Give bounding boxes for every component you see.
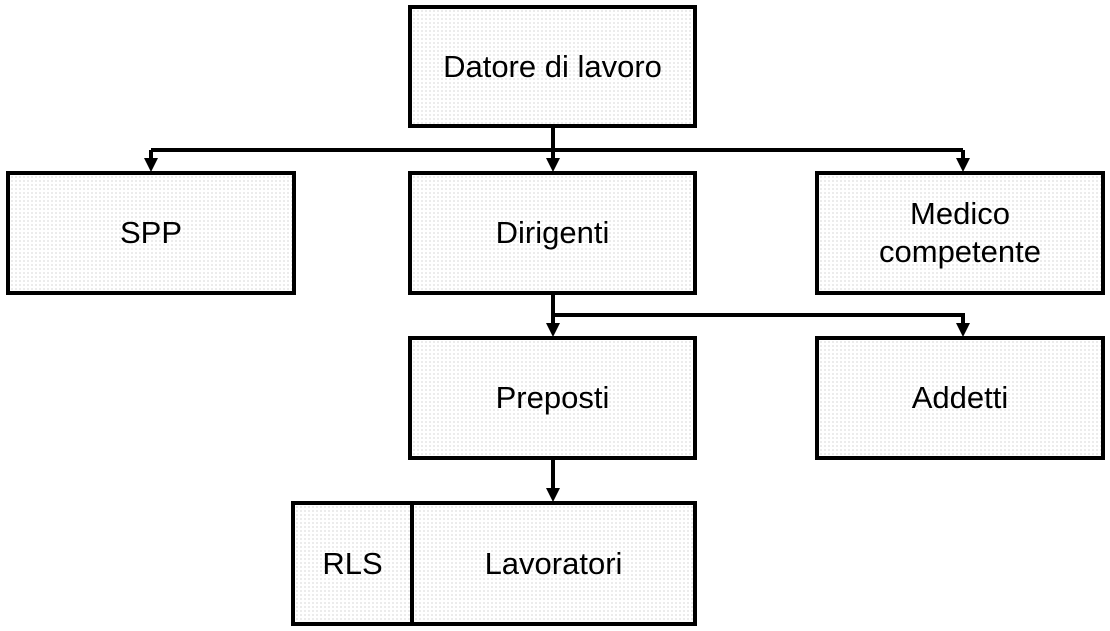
node-label: Addetti xyxy=(911,380,1009,415)
node-label: Lavoratori xyxy=(484,545,623,581)
node-preposti: Preposti xyxy=(408,336,697,460)
node-label: SPP xyxy=(119,215,183,250)
arrowhead-dirigenti xyxy=(546,158,560,172)
arrowhead-lavoratori xyxy=(546,488,560,502)
arrowhead-medico xyxy=(956,158,970,172)
node-label: Preposti xyxy=(495,380,610,415)
arrowhead-preposti xyxy=(546,323,560,337)
arrowhead-addetti xyxy=(956,323,970,337)
node-rls: RLS xyxy=(291,501,414,626)
node-label: Datore di lavoro xyxy=(443,48,662,84)
node-addetti: Addetti xyxy=(815,336,1105,460)
arrowhead-spp xyxy=(144,158,158,172)
node-label: RLS xyxy=(322,545,383,581)
connector-to-addetti xyxy=(553,313,965,325)
node-lavoratori: Lavoratori xyxy=(410,501,697,626)
node-dirigenti: Dirigenti xyxy=(408,171,697,295)
node-medico-competente: Medico competente xyxy=(815,171,1105,295)
node-spp: SPP xyxy=(6,171,296,295)
node-datore-di-lavoro: Datore di lavoro xyxy=(408,5,697,128)
node-label: Dirigenti xyxy=(495,215,610,250)
node-label: Medico competente xyxy=(879,196,1041,269)
